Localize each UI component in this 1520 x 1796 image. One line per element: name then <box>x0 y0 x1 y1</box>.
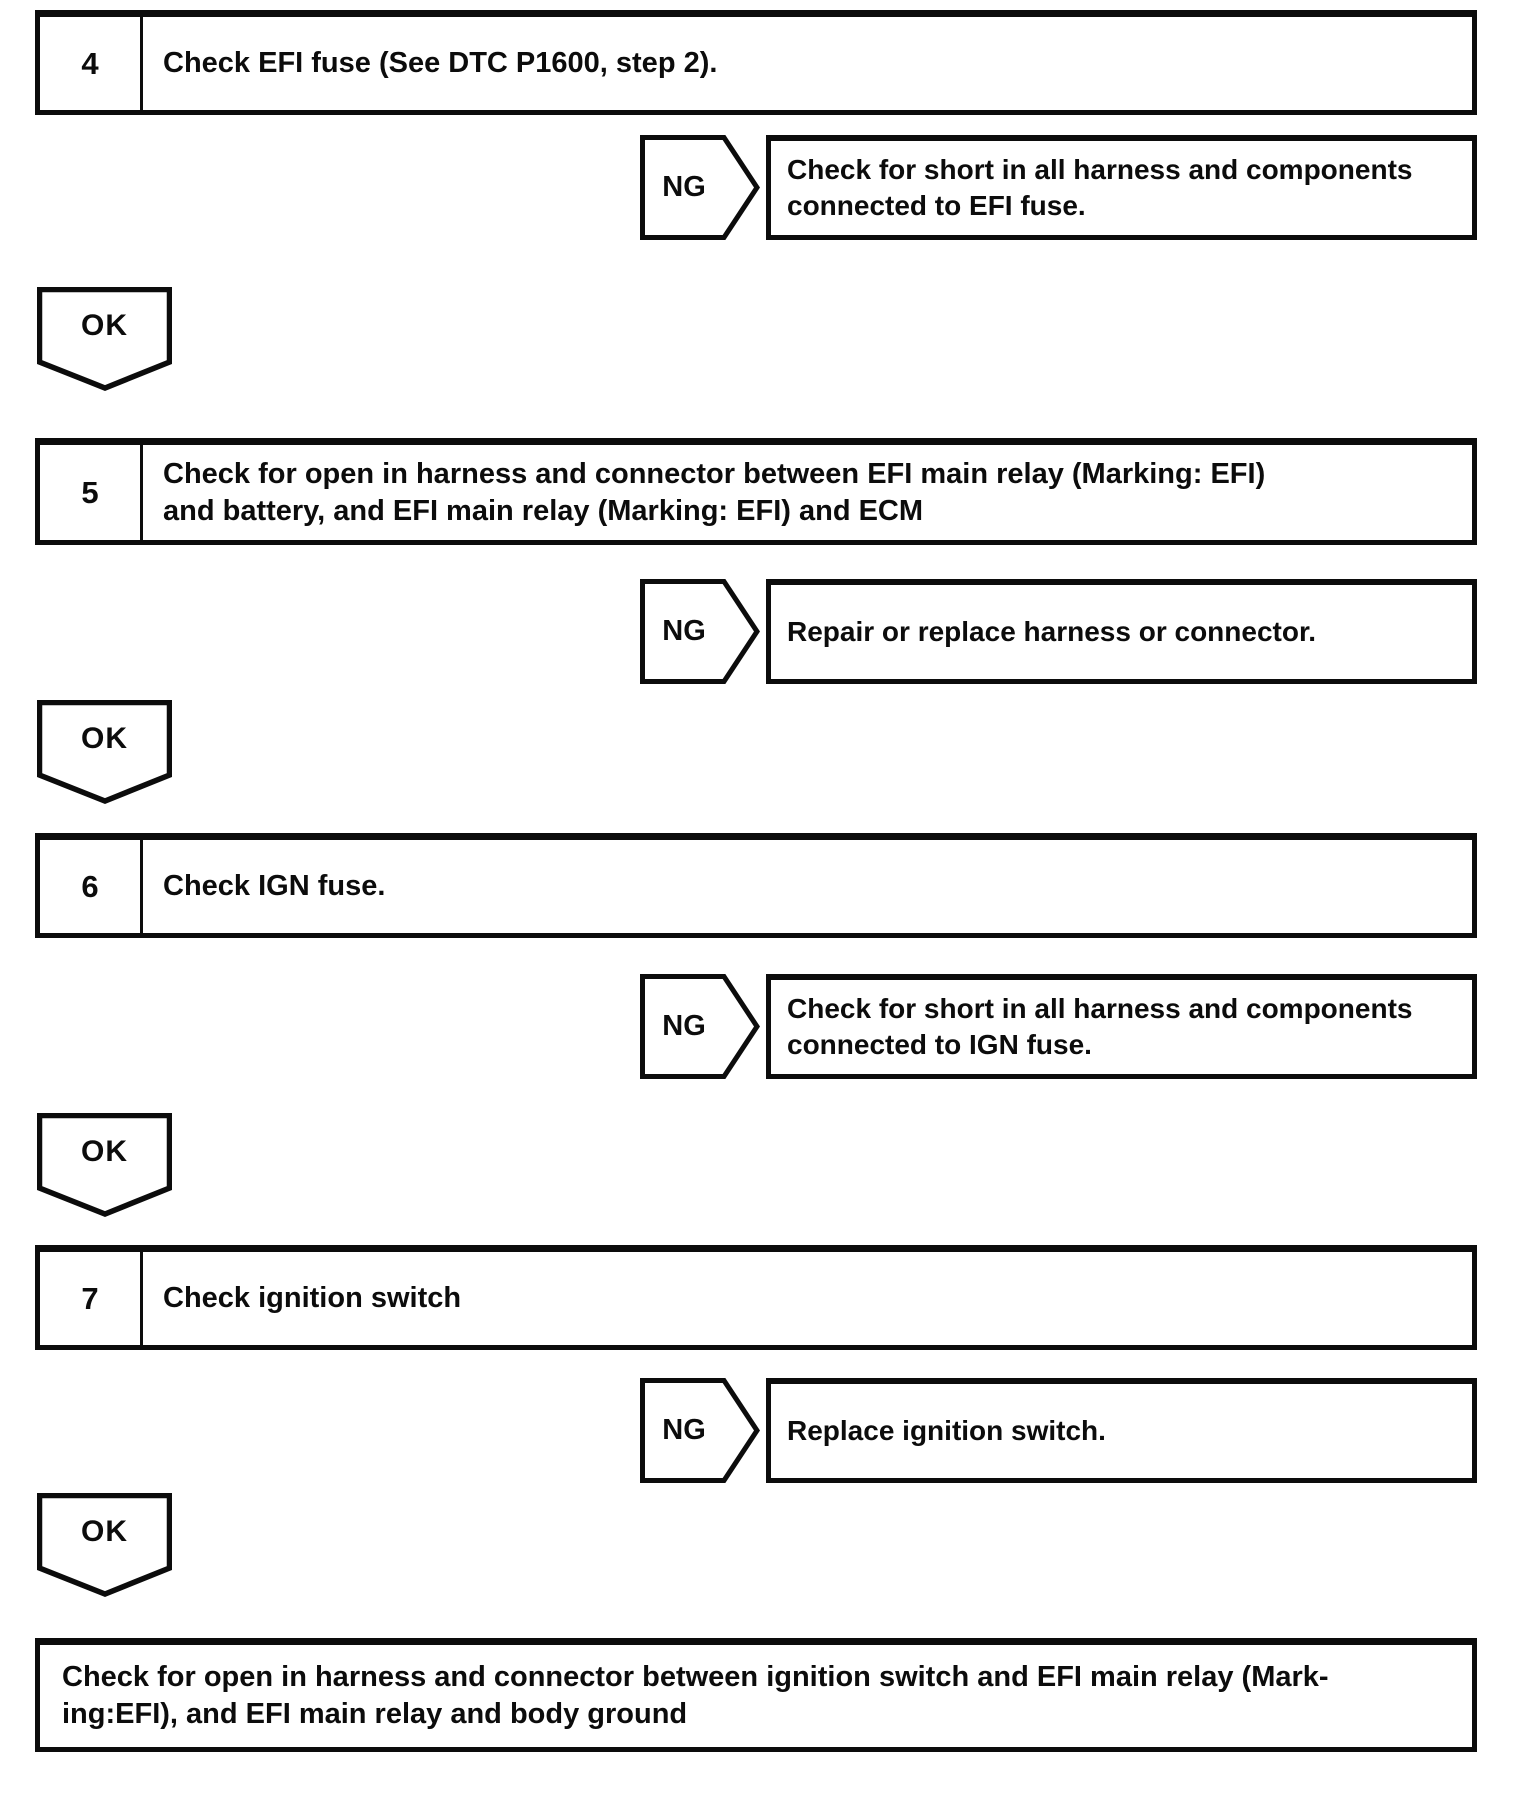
step-number: 7 <box>81 1280 99 1316</box>
ok-arrow-shape <box>37 287 172 391</box>
ok-label: OK <box>81 1135 128 1168</box>
ok-arrow-shape <box>37 1493 172 1597</box>
step-text: Check ignition switch <box>143 1252 1472 1345</box>
step-number: 6 <box>81 868 99 904</box>
step-number-cell: 7 <box>40 1252 143 1345</box>
step-text-line: and battery, and EFI main relay (Marking… <box>163 494 924 527</box>
ng-pentagon: NG <box>640 1378 760 1483</box>
ng-pentagon: NG <box>640 974 760 1079</box>
final-action-line: ing:EFI), and EFI main relay and body gr… <box>62 1698 688 1730</box>
step-text: Check for open in harness and connector … <box>143 445 1472 540</box>
step-text-line: Check EFI fuse (See DTC P1600, step 2). <box>163 47 718 79</box>
step-text-line: Check ignition switch <box>163 1282 462 1314</box>
ng-action-line: Repair or replace harness or connector. <box>787 616 1317 647</box>
ng-label: NG <box>662 1010 706 1042</box>
step-text-line: Check for open in harness and connector … <box>163 457 1266 490</box>
ng-label: NG <box>662 171 706 203</box>
ng-label: NG <box>662 1414 706 1446</box>
ng-action-line: connected to IGN fuse. <box>787 1029 1092 1060</box>
ok-label: OK <box>81 722 128 755</box>
step-box-6: 6 Check IGN fuse. <box>35 833 1477 938</box>
step-text: Check IGN fuse. <box>143 840 1472 933</box>
ng-action-line: connected to EFI fuse. <box>787 190 1086 221</box>
ok-label: OK <box>81 1515 128 1548</box>
ng-action-box: Check for short in all harness and compo… <box>766 135 1477 240</box>
step-box-7: 7 Check ignition switch <box>35 1245 1477 1350</box>
step-number-cell: 5 <box>40 445 143 540</box>
ng-row-2: NG Repair or replace harness or connecto… <box>640 579 1477 684</box>
ng-action-box: Replace ignition switch. <box>766 1378 1477 1483</box>
ng-arrow-shape <box>640 135 760 240</box>
ok-arrow-shape <box>37 1113 172 1217</box>
ng-row-1: NG Check for short in all harness and co… <box>640 135 1477 240</box>
step-number: 5 <box>81 474 99 510</box>
step-number-cell: 4 <box>40 17 143 110</box>
step-text: Check EFI fuse (See DTC P1600, step 2). <box>143 17 1472 110</box>
ng-action-line: Replace ignition switch. <box>787 1415 1106 1446</box>
step-text-line: Check IGN fuse. <box>163 870 386 902</box>
step-box-4: 4 Check EFI fuse (See DTC P1600, step 2)… <box>35 10 1477 115</box>
ng-arrow-shape <box>640 1378 760 1483</box>
ng-action-box: Check for short in all harness and compo… <box>766 974 1477 1079</box>
ng-arrow-shape <box>640 974 760 1079</box>
step-number-cell: 6 <box>40 840 143 933</box>
ng-action-line: Check for short in all harness and compo… <box>787 154 1413 185</box>
ng-action-line: Check for short in all harness and compo… <box>787 993 1413 1024</box>
ok-pentagon: OK <box>37 700 172 805</box>
ok-pentagon: OK <box>37 1493 172 1598</box>
final-action-line: Check for open in harness and connector … <box>62 1661 1329 1693</box>
step-number: 4 <box>81 45 99 81</box>
ok-label: OK <box>81 309 128 342</box>
ng-arrow-shape <box>640 579 760 684</box>
ok-pentagon: OK <box>37 1113 172 1218</box>
ng-label: NG <box>662 615 706 647</box>
step-box-5: 5 Check for open in harness and connecto… <box>35 438 1477 545</box>
ng-pentagon: NG <box>640 579 760 684</box>
ng-row-4: NG Replace ignition switch. <box>640 1378 1477 1483</box>
ok-pentagon: OK <box>37 287 172 392</box>
ok-arrow-shape <box>37 700 172 804</box>
ng-row-3: NG Check for short in all harness and co… <box>640 974 1477 1079</box>
ng-action-box: Repair or replace harness or connector. <box>766 579 1477 684</box>
final-action-box: Check for open in harness and connector … <box>35 1638 1477 1752</box>
ng-pentagon: NG <box>640 135 760 240</box>
